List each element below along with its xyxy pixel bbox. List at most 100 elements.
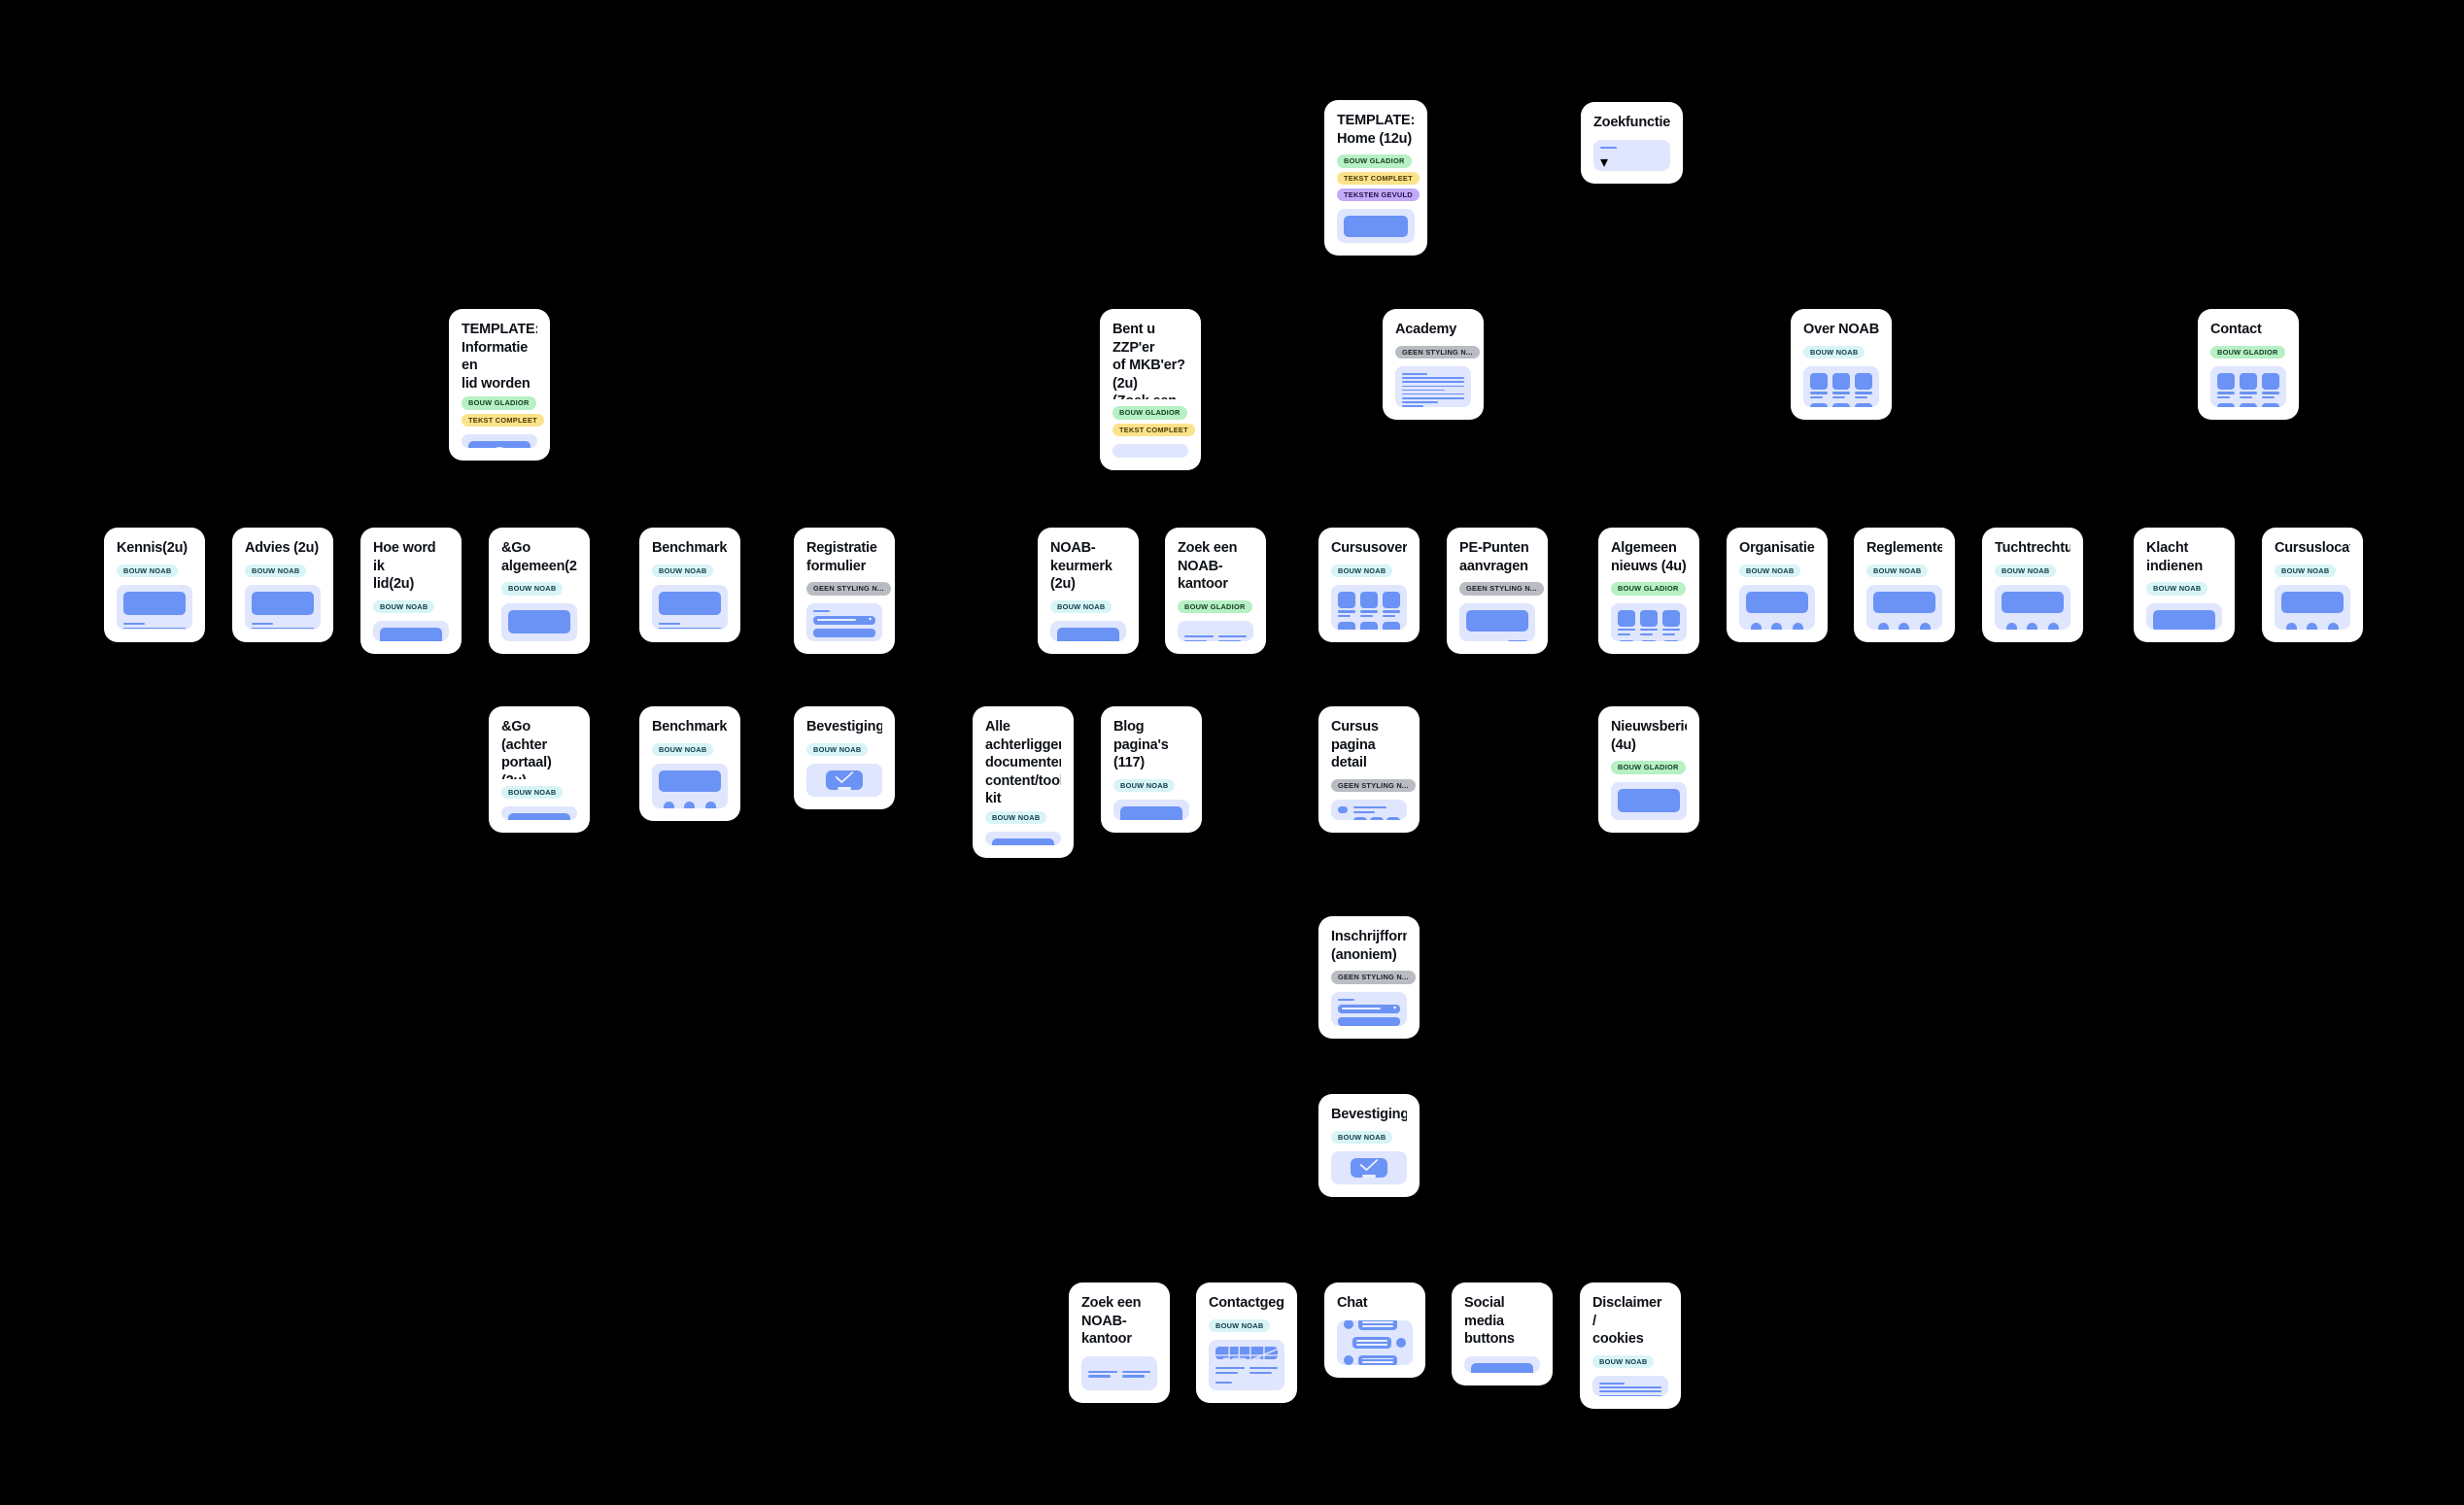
sitemap-card-nieuwsbericht[interactable]: Nieuwsbericht (4u) BOUW GLADIOR (1598, 706, 1699, 833)
status-badge-noab: BOUW NOAB (1050, 599, 1112, 614)
badge-group: GEEN STYLING N... (1459, 582, 1544, 596)
badge-group: BOUW NOAB (985, 810, 1061, 824)
play-icon (491, 447, 508, 448)
status-badge-tekst: TEKST COMPLEET (1337, 171, 1420, 185)
status-badge-noab: BOUW NOAB (1866, 564, 1929, 577)
card-title: Academy (1395, 322, 1457, 337)
card-title: Nieuwsbericht (4u) (1611, 719, 1687, 753)
badge-group: BOUW NOAB (1592, 1354, 1668, 1369)
sitemap-card-bevestigingspagina-1[interactable]: BevestigingspaginaBOUW NOAB (794, 706, 895, 809)
sitemap-card-noab-keurmerk[interactable]: NOAB- keurmerk (2u)BOUW NOAB (1038, 528, 1139, 654)
sitemap-card-zzp-mkb[interactable]: Bent u ZZP'er of MKB'er? (2u) (Zoek een … (1100, 309, 1201, 470)
card-title: Contact (2210, 322, 2262, 337)
sitemap-card-social-media-buttons[interactable]: Social media buttons (1452, 1283, 1553, 1385)
sitemap-card-hoe-word-ik-lid[interactable]: Hoe word ik lid(2u)BOUW NOAB (360, 528, 462, 654)
sitemap-card-blog-paginas[interactable]: Blog pagina's (117)BOUW NOAB (1101, 706, 1202, 833)
sitemap-card-tuchtrechtuitspraken[interactable]: TuchtrechtuitsprakenBOUW NOAB (1982, 528, 2083, 642)
card-title: Tuchtrechtuitspraken (1995, 540, 2070, 556)
wireframe-preview-img-text (373, 621, 449, 641)
badge-group: BOUW NOAB (2275, 564, 2350, 577)
badge-group: GEEN STYLING N... (1331, 971, 1416, 984)
card-title: Bent u ZZP'er of MKB'er? (2u) (Zoek een … (1112, 322, 1185, 399)
card-title: Chat (1337, 1295, 1368, 1311)
sitemap-card-benchmark-top[interactable]: Benchmark(2u)BOUW NOAB (639, 528, 740, 642)
wireframe-preview-twocol (1331, 800, 1407, 820)
card-title: Benchmark(2u) (652, 719, 728, 735)
sitemap-card-zoekfunctie[interactable]: Zoekfunctie▾ (1581, 102, 1683, 184)
wireframe-preview-video (462, 434, 537, 448)
status-badge-noab: BOUW NOAB (1331, 1130, 1393, 1144)
status-badge-noab: BOUW NOAB (985, 810, 1047, 824)
badge-group: BOUW NOAB (1209, 1318, 1284, 1332)
sitemap-card-template-informatie[interactable]: TEMPLATE: Informatie en lid worden (8u)B… (449, 309, 550, 461)
wireframe-preview-form: ▾ (1331, 991, 1407, 1026)
card-title: Kennis(2u) (117, 540, 188, 556)
badge-group: BOUW GLADIOR TEKST COMPLEET (1112, 406, 1195, 436)
wireframe-preview-chat (1337, 1319, 1413, 1365)
status-badge-noab: BOUW NOAB (1592, 1354, 1655, 1369)
card-title: Cursuslocaties (2275, 540, 2350, 556)
status-badge-noab: BOUW NOAB (1739, 564, 1801, 577)
badge-group: BOUW GLADIOR (2210, 345, 2286, 359)
badge-group: BOUW NOAB (373, 599, 449, 614)
badge-group: BOUW NOAB (1739, 564, 1815, 577)
sitemap-card-inschrijfformulier[interactable]: Inschrijfformulier (anoniem) GEEN STYLING… (1318, 916, 1420, 1039)
wireframe-preview-grid6 (2210, 365, 2286, 407)
sitemap-card-kennis[interactable]: Kennis(2u)BOUW NOAB (104, 528, 205, 642)
sitemap-card-chat[interactable]: Chat (1324, 1283, 1425, 1378)
wireframe-preview-img-text (117, 584, 192, 630)
sitemap-card-contactgegevens[interactable]: ContactgegevensBOUW NOAB (1196, 1283, 1297, 1403)
badge-group: GEEN STYLING N... (806, 582, 891, 596)
badge-group: BOUW NOAB (501, 582, 577, 596)
card-title: Inschrijfformulier (anoniem) (1331, 929, 1407, 963)
sitemap-card-benchmark-2[interactable]: Benchmark(2u)BOUW NOAB (639, 706, 740, 821)
status-badge-noab: BOUW NOAB (1113, 778, 1176, 793)
wireframe-preview-map (1178, 621, 1253, 641)
card-title: Advies (2u) (245, 540, 319, 556)
card-title: Klacht indienen (2146, 540, 2204, 574)
select-field: ▾ (1338, 1004, 1400, 1013)
sitemap-card-go-algemeen[interactable]: &Go algemeen(2u)BOUW NOAB (489, 528, 590, 654)
badge-group: BOUW NOAB (501, 785, 577, 799)
status-badge-gladior: BOUW GLADIOR (1112, 406, 1187, 420)
card-title: Organisatiestructuur (1739, 540, 1815, 556)
card-title: TEMPLATE: Home (12u) (1337, 113, 1415, 147)
status-badge-tekst: TEKST COMPLEET (1112, 423, 1195, 436)
badge-group: BOUW GLADIOR (1178, 599, 1253, 614)
sitemap-card-advies[interactable]: Advies (2u) BOUW NOAB (232, 528, 333, 642)
badge-group: BOUW NOAB (245, 564, 321, 577)
wireframe-preview-hero-trio (652, 763, 728, 808)
card-title: Disclaimer / cookies (1592, 1295, 1662, 1348)
sitemap-card-bevestigingspagina-2[interactable]: BevestigingspaginaBOUW NOAB (1318, 1094, 1420, 1197)
map-graphic (1215, 1346, 1278, 1359)
card-title: TEMPLATE: Informatie en lid worden (8u) (462, 322, 537, 391)
wireframe-preview-hero-trio (2275, 584, 2350, 630)
sitemap-card-algemeen-nieuws[interactable]: Algemeen nieuws (4u)BOUW GLADIOR (1598, 528, 1699, 654)
sitemap-card-go-achter-portaal[interactable]: &Go (achter portaal) (2u) BOUW NOAB (489, 706, 590, 833)
sitemap-card-cursuslocaties[interactable]: CursuslocatiesBOUW NOAB (2262, 528, 2363, 642)
sitemap-card-zoek-noab-kantoor-2[interactable]: Zoek een NOAB-kantoor (1069, 1283, 1170, 1403)
card-title: &Go (achter portaal) (2u) (501, 719, 552, 779)
card-title: Zoek een NOAB-kantoor (1081, 1295, 1142, 1348)
sitemap-card-reglementen[interactable]: ReglementenBOUW NOAB (1854, 528, 1955, 642)
badge-group: BOUW GLADIOR (1611, 761, 1687, 774)
sitemap-card-alle-documenten[interactable]: Alle achterliggende documenten/ content/… (973, 706, 1074, 858)
sitemap-card-organisatiestructuur[interactable]: OrganisatiestructuurBOUW NOAB (1727, 528, 1828, 642)
card-title: Contactgegevens (1209, 1295, 1284, 1311)
search-select: ▾ (1600, 154, 1609, 171)
wireframe-preview-check (1331, 1150, 1407, 1184)
wireframe-preview-hero-trio (2146, 602, 2222, 630)
card-title: Bevestigingspagina (1331, 1107, 1407, 1122)
sitemap-card-cursusoverzicht[interactable]: CursusoverzichtBOUW NOAB (1318, 528, 1420, 642)
